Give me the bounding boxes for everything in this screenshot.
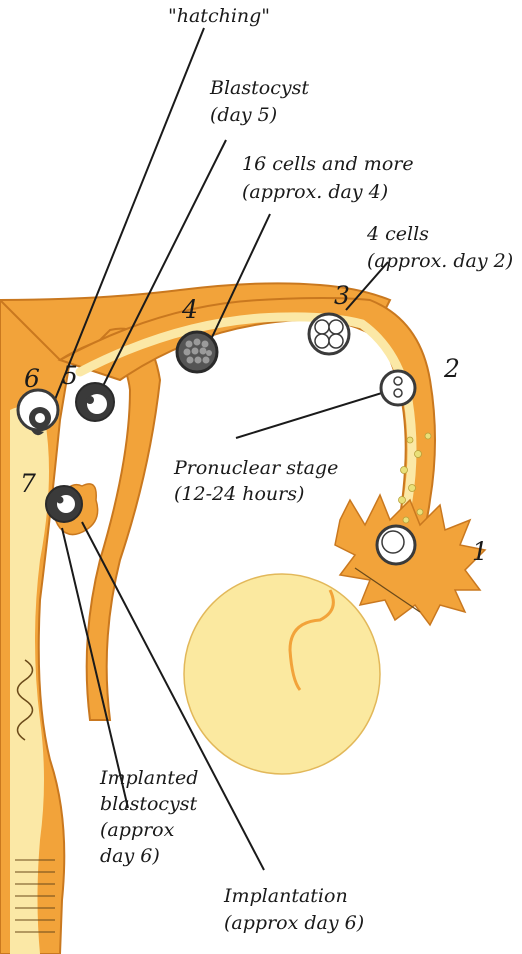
label-pronuclear-line1: Pronuclear stage: [174, 456, 338, 481]
stage-number-1: 1: [472, 538, 488, 566]
stage-4-morula: [177, 332, 217, 372]
label-implantation-line2: (approx day 6): [224, 911, 364, 936]
ovary: [184, 574, 380, 774]
label-sixteen-cells-line2: (approx. day 4): [242, 180, 388, 205]
stage-number-2: 2: [444, 355, 460, 383]
stage-2-pronuclear: [381, 371, 415, 405]
stage-3-four-cells: [309, 314, 349, 354]
label-hatching: "hatching": [168, 4, 270, 29]
stage-number-4: 4: [182, 296, 198, 324]
label-implanted-line4: day 6): [100, 844, 160, 869]
label-sixteen-cells-line1: 16 cells and more: [242, 152, 414, 177]
pointer-16cells: [206, 214, 270, 350]
label-blastocyst-line2: (day 5): [210, 103, 277, 128]
label-blastocyst-line1: Blastocyst: [210, 76, 309, 101]
stage-1-oocyte: [377, 526, 415, 564]
stage-number-3: 3: [334, 282, 350, 310]
label-implanted-line3: (approx: [100, 818, 174, 843]
pointer-pronuclear: [236, 388, 398, 438]
label-pronuclear-line2: (12-24 hours): [174, 482, 304, 507]
stage-number-5: 5: [62, 362, 78, 390]
label-four-cells-line2: (approx. day 2): [367, 249, 513, 274]
stage-7-implanted: [46, 486, 82, 522]
label-four-cells-line1: 4 cells: [367, 222, 429, 247]
stage-number-7: 7: [20, 470, 36, 498]
label-implantation-line1: Implantation: [224, 884, 348, 909]
stage-5-blastocyst: [76, 383, 114, 421]
label-implanted-line1: Implanted: [100, 766, 198, 791]
label-implanted-line2: blastocyst: [100, 792, 197, 817]
stage-number-6: 6: [24, 365, 40, 393]
